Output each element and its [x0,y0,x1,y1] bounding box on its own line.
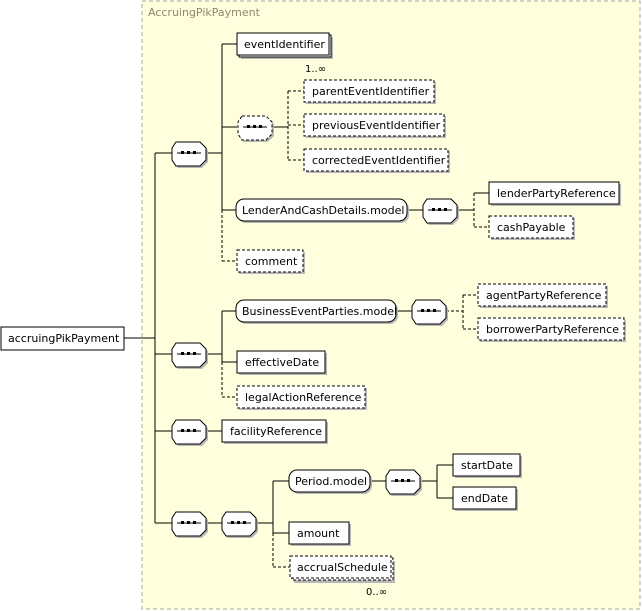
sequence-compositor-4 [171,511,208,538]
lender-party-reference-node[interactable]: lenderPartyReference [488,181,621,206]
start-date-node[interactable]: startDate [452,453,522,478]
compositors [171,115,459,538]
business-event-parties-group[interactable]: BusinessEventParties.model [235,299,398,324]
svg-text:parentEventIdentifier: parentEventIdentifier [312,85,430,98]
sequence-compositor-2 [171,342,208,369]
svg-text:previousEventIdentifier: previousEventIdentifier [312,119,441,132]
svg-text:Period.model: Period.model [295,475,367,488]
sequence-compositor-1 [171,141,208,168]
effective-date-node[interactable]: effectiveDate [236,350,327,375]
sequence-compositor-business [411,299,448,326]
legal-action-reference-node[interactable]: legalActionReference [236,385,367,410]
facility-reference-node[interactable]: facilityReference [221,419,328,444]
svg-text:lenderPartyReference: lenderPartyReference [497,187,616,200]
root-element-label: accruingPikPayment [8,332,120,345]
svg-text:accrualSchedule: accrualSchedule [297,561,388,574]
accrual-schedule-cardinality: 0..∞ [366,587,387,598]
connectors [124,43,489,568]
svg-text:borrowerPartyReference: borrowerPartyReference [486,323,619,336]
svg-text:legalActionReference: legalActionReference [245,391,362,404]
svg-text:cashPayable: cashPayable [497,221,566,234]
lender-and-cash-details-group[interactable]: LenderAndCashDetails.model [235,198,409,223]
svg-text:endDate: endDate [461,492,508,505]
svg-text:startDate: startDate [461,459,513,472]
svg-text:comment: comment [245,255,298,268]
event-identifier-cardinality: 1..∞ [305,64,326,75]
borrower-party-reference-node[interactable]: borrowerPartyReference [477,317,626,342]
agent-party-reference-node[interactable]: agentPartyReference [477,283,608,308]
svg-text:correctedEventIdentifier: correctedEventIdentifier [312,154,446,167]
corrected-event-identifier-node[interactable]: correctedEventIdentifier [303,148,450,173]
sequence-compositor-3 [171,419,208,446]
svg-text:agentPartyReference: agentPartyReference [486,289,602,302]
root-element-node[interactable]: accruingPikPayment [0,326,125,351]
previous-event-identifier-node[interactable]: previousEventIdentifier [303,113,446,138]
cash-payable-node[interactable]: cashPayable [488,215,575,240]
end-date-node[interactable]: endDate [452,486,518,511]
sequence-compositor-5 [221,511,258,538]
container-title: AccruingPikPayment [148,6,261,19]
accrual-schedule-node[interactable]: accrualSchedule [289,555,395,583]
event-identifier-node[interactable]: eventIdentifier [236,32,333,59]
svg-text:facilityReference: facilityReference [230,425,322,438]
svg-text:eventIdentifier: eventIdentifier [244,38,325,51]
sequence-compositor-lender [422,198,459,225]
parent-event-identifier-node[interactable]: parentEventIdentifier [303,79,436,104]
svg-text:BusinessEventParties.model: BusinessEventParties.model [242,305,397,318]
choice-compositor [237,115,274,142]
svg-text:effectiveDate: effectiveDate [245,356,319,369]
sequence-compositor-period [385,469,422,496]
comment-node[interactable]: comment [236,249,305,274]
period-model-group[interactable]: Period.model [288,469,372,494]
amount-node[interactable]: amount [288,521,351,546]
svg-text:amount: amount [297,527,340,540]
svg-text:LenderAndCashDetails.model: LenderAndCashDetails.model [242,204,404,217]
